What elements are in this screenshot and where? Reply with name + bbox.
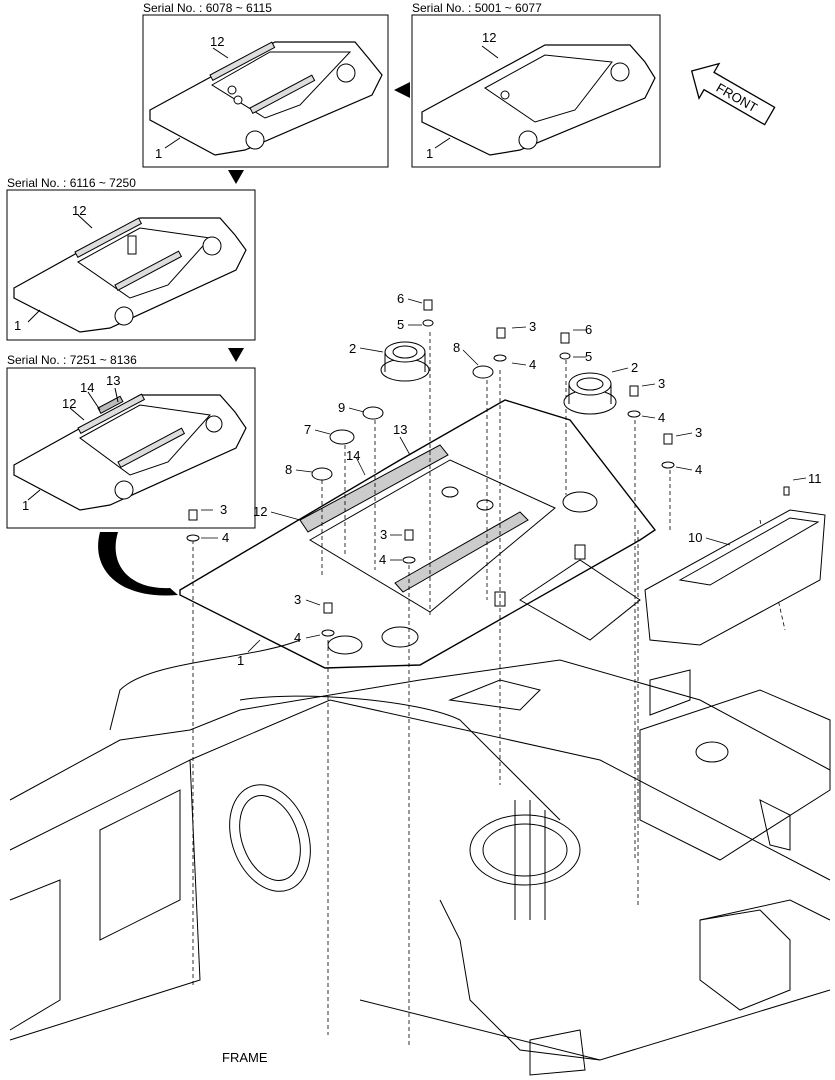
callout-11: 11 [808, 471, 822, 486]
inset-callout: 13 [106, 373, 120, 388]
grommet-parts [186, 319, 675, 637]
inset-callout: 1 [14, 318, 21, 333]
inset-panel-6116-7250: Serial No. : 6116 ~ 7250 12 1 [6, 176, 256, 341]
inset-callout: 14 [80, 380, 94, 395]
front-arrow-icon: FRONT [690, 62, 776, 126]
callout-4: 4 [658, 410, 665, 425]
serial-label: Serial No. : 7251 ~ 8136 [7, 353, 137, 367]
callout-12: 12 [253, 504, 267, 519]
callout-5: 5 [397, 317, 404, 332]
serial-label: Serial No. : 5001 ~ 6077 [412, 1, 542, 15]
callout-10: 10 [688, 530, 702, 545]
callout-3: 3 [380, 527, 387, 542]
inset-callout: 12 [62, 396, 76, 411]
arrow-down-icon [228, 170, 244, 184]
callout-14: 14 [346, 448, 360, 463]
floor-plate [179, 399, 657, 669]
bolt-parts [188, 299, 790, 614]
inset-callout: 12 [210, 34, 224, 49]
callout-3: 3 [294, 592, 301, 607]
serial-label: Serial No. : 6116 ~ 7250 [7, 176, 136, 190]
inset-callout: 1 [22, 498, 29, 513]
callout-6: 6 [585, 322, 592, 337]
callout-3: 3 [658, 376, 665, 391]
callout-4: 4 [695, 462, 702, 477]
inset-callout: 12 [72, 203, 86, 218]
callout-8: 8 [285, 462, 292, 477]
callout-4: 4 [529, 357, 536, 372]
callout-7: 7 [304, 422, 311, 437]
arrow-left-icon [394, 82, 410, 98]
curved-arrow-icon [98, 532, 178, 596]
inset-callout: 12 [482, 30, 496, 45]
inset-callout: 1 [155, 146, 162, 161]
callout-3: 3 [220, 502, 227, 517]
callout-labels: 6 5 2 8 3 4 6 5 2 3 4 3 4 9 7 13 8 14 12… [220, 291, 822, 668]
callout-1: 1 [237, 653, 244, 668]
assembly-guide-lines [192, 332, 786, 1045]
callout-6: 6 [397, 291, 404, 306]
inset-panel-5001-6077: Serial No. : 5001 ~ 6077 12 1 [411, 1, 661, 168]
callout-4: 4 [379, 552, 386, 567]
callouts [201, 298, 807, 653]
serial-label: Serial No. : 6078 ~ 6115 [143, 1, 272, 15]
inset-callout: 1 [426, 146, 433, 161]
mount-part-right [563, 372, 617, 415]
callout-4: 4 [294, 630, 301, 645]
arrow-down-icon [228, 348, 244, 362]
callout-3: 3 [529, 319, 536, 334]
inset-panel-7251-8136: Serial No. : 7251 ~ 8136 14 13 12 1 [6, 353, 256, 529]
frame-structure [9, 559, 831, 1076]
callout-13: 13 [393, 422, 407, 437]
duct-part [644, 509, 826, 646]
callout-3: 3 [695, 425, 702, 440]
callout-5: 5 [585, 349, 592, 364]
callout-2: 2 [631, 360, 638, 375]
callout-8: 8 [453, 340, 460, 355]
inset-panel-6078-6115: Serial No. : 6078 ~ 6115 12 1 [142, 1, 389, 168]
callout-2: 2 [349, 341, 356, 356]
mount-part-left [380, 341, 430, 382]
callout-9: 9 [338, 400, 345, 415]
frame-label: FRAME [222, 1050, 268, 1065]
callout-4: 4 [222, 530, 229, 545]
